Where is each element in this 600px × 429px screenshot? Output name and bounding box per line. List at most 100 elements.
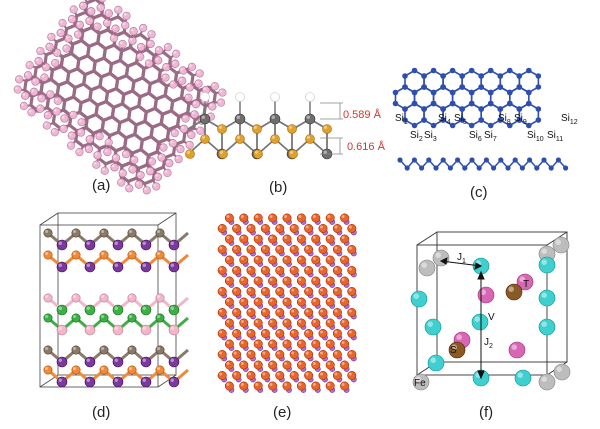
heusler-atom-5 [552,236,570,254]
orange-atom-shine [219,267,223,271]
bottom-layer-atom [140,356,152,368]
orange-atom [217,245,227,255]
hydrogen-atom [92,160,101,169]
exchange-arrows [439,257,485,380]
si-atom [440,106,446,112]
orange-atom-shine [348,309,352,313]
layered-crystal-structure [43,228,189,388]
heusler-atom-22-shine [541,292,547,299]
orange-atom [325,318,335,328]
si-atom [392,100,399,107]
orange-atom-shine [255,257,259,260]
heusler-atom-17 [412,373,430,391]
heusler-atom-0-shine [421,262,428,269]
hydrogen-atom [95,132,104,141]
orange-atom [332,307,342,317]
orange-atom [275,328,285,338]
orange-atom-shine [219,330,223,334]
hydrogen-atom [41,63,51,72]
heusler-atom-10 [424,318,442,336]
middle-layer-atom [84,304,96,316]
si-atom [411,157,417,163]
orange-atom-shine [305,372,309,376]
orange-atom [304,370,314,380]
bottom-layer-atom [56,356,68,368]
measure-top-marker [320,102,343,120]
top-sublayer-atom [99,250,109,260]
orange-atom [246,245,256,255]
hydrogen-atom-shine [136,181,139,185]
hydrogen-atom [76,128,86,137]
orange-atom [217,349,227,359]
heusler-atom-6-shine [541,259,547,266]
bottom-sublayer-atom [155,365,165,375]
hydrogen-atom [200,92,210,102]
middle-sublayer-atom [112,324,124,336]
panel-d-label: (d) [92,404,110,421]
h-bond [84,0,88,4]
orange-atom [275,286,285,296]
orange-atom [232,245,242,255]
hydrogen-atom [93,151,102,160]
hydrogen-atom [59,124,68,133]
orange-atom [224,213,234,223]
bottom-layer-atom-shine [129,347,132,350]
si-atom [487,89,494,96]
hydrogen-atom [174,154,183,164]
orange-atom-shine [248,225,251,229]
hydrogen-atom [176,144,185,154]
orange-atom-shine [312,257,316,260]
heusler-atom-14 [448,341,466,359]
hydrogen-atom-shine [165,44,169,48]
hydrogen-atom [142,186,151,195]
orange-atom-shine [305,288,309,292]
orange-atom [253,381,263,391]
s-label: S [450,345,457,356]
orange-atom [289,265,299,275]
orange-atom [253,234,263,244]
hydrogen-atom [111,153,121,162]
hydrogen-atom-shine [94,23,98,27]
orange-atom [224,318,234,328]
panel-e-label: (e) [273,404,291,421]
heusler-atom-19 [514,369,532,387]
hydrogen-atom-shine [173,51,177,54]
nitrogen-atom [322,124,332,134]
heusler-atoms [410,236,571,391]
orange-atom [282,213,292,223]
v-label: V [488,312,495,323]
orange-atom-shine [284,362,287,365]
orange-atom [311,360,321,370]
orange-atom [260,265,270,275]
si-atom [506,100,513,107]
orange-atom [232,349,242,359]
carbon-atom-shine [306,115,310,119]
heusler-atom-1-shine [435,252,442,258]
hydrogen-atom-shine [55,98,58,101]
orange-atom [224,381,234,391]
bottom-sublayer-atom [43,365,53,375]
heusler-atom-7-shine [480,289,487,296]
hydrogen-atom-shine [179,78,183,81]
orange-atom [311,234,321,244]
hydrogen-atom-shine [138,44,142,48]
hydrogen-atom [152,182,161,191]
hydrogen-atom [187,62,197,72]
hydrogen-atom [187,130,196,139]
si-atom [535,117,542,123]
hydrogen-atom-shine [156,47,159,51]
nitrogen-atom [305,134,315,144]
top-layer-atom [56,239,68,251]
orange-atom-shine [348,372,352,376]
si-atom [430,67,437,74]
orange-atom [232,328,242,338]
hydrogen-atom [121,21,130,30]
orange-atom [253,255,263,265]
heusler-atom-12-shine [474,316,481,323]
hydrogen-atom [109,34,119,43]
hydrogen-atom-shine [86,146,89,149]
hydrogen-atom-shine [76,149,80,153]
si-atom [459,106,465,112]
hydrogen-atom [208,102,217,111]
heusler-atom-21-shine [556,366,562,373]
